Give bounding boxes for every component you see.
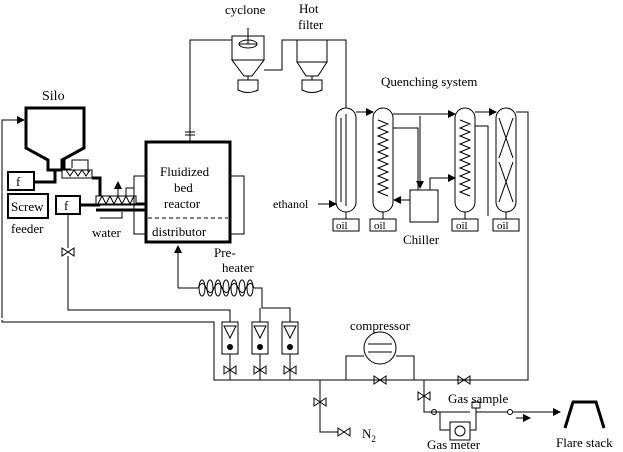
- quench-column-2: [372, 107, 394, 213]
- filter-to-quench-pipe: [327, 39, 347, 110]
- gas-meter: [449, 421, 471, 441]
- silo: [24, 106, 86, 172]
- oil-pot-2: [369, 212, 397, 232]
- compressor: [345, 331, 415, 380]
- reactor-to-cyclone-pipe: [189, 39, 232, 142]
- hot-filter-label-2: filter: [298, 17, 324, 32]
- hot-filter-label-1: Hot: [299, 1, 319, 16]
- reactor-label-3: reactor: [164, 196, 201, 211]
- outlet-valve: [457, 375, 471, 385]
- chiller-label: Chiller: [403, 232, 440, 247]
- f-box-upper: [7, 171, 35, 191]
- flowmeter-3: [281, 321, 299, 355]
- screw-feeder: [7, 193, 49, 219]
- oil-pot-1: [332, 212, 360, 232]
- f-lower-label: f: [64, 198, 69, 213]
- quench-column-1: [335, 107, 357, 213]
- oil-label-3: oil: [456, 220, 468, 232]
- f-upper-label: f: [16, 174, 21, 189]
- quenching-system-label: Quenching system: [381, 74, 477, 89]
- reactor-label-2: bed: [174, 180, 193, 195]
- compressor-bypass-valve: [373, 375, 387, 385]
- oil-pot-4: [492, 212, 520, 232]
- reactor-label-1: Fluidized: [160, 164, 210, 179]
- cyclone-label: cyclone: [225, 2, 266, 17]
- chiller: [409, 189, 439, 223]
- cyclone-to-filter-pipe: [264, 39, 297, 71]
- screw-conveyor: [95, 194, 146, 212]
- oil-label-2: oil: [374, 220, 386, 232]
- screw-label: Screw: [11, 199, 44, 214]
- ethanol-label: ethanol: [273, 197, 309, 211]
- feeder-valve: [61, 247, 75, 257]
- water-label: water: [92, 225, 122, 240]
- hot-filter: [296, 39, 328, 93]
- cyclone: [231, 28, 265, 93]
- n2-label: N2: [362, 426, 376, 444]
- preheater-coil: [178, 279, 291, 322]
- oil-pot-3: [451, 212, 479, 232]
- gas-sample-label: Gas sample: [448, 391, 509, 406]
- silo-label: Silo: [42, 89, 65, 104]
- preheater-label-1: Pre-: [214, 245, 236, 260]
- distributor-label: distributor: [152, 224, 207, 239]
- flowmeter-1: [221, 321, 239, 355]
- flare-stack: [563, 400, 606, 429]
- feeder-label: feeder: [11, 221, 44, 236]
- fluidized-bed-reactor: [144, 140, 232, 244]
- oil-label-4: oil: [497, 220, 509, 232]
- preheater-label-2: heater: [222, 260, 254, 275]
- flare-stack-label: Flare stack: [556, 435, 613, 450]
- flowmeter-2: [251, 321, 269, 355]
- quench-column-3: [454, 107, 476, 213]
- oil-label-1: oil: [336, 220, 348, 232]
- quench-column-4: [495, 107, 517, 213]
- gas-meter-label: Gas meter: [427, 437, 481, 452]
- compressor-label: compressor: [350, 318, 411, 333]
